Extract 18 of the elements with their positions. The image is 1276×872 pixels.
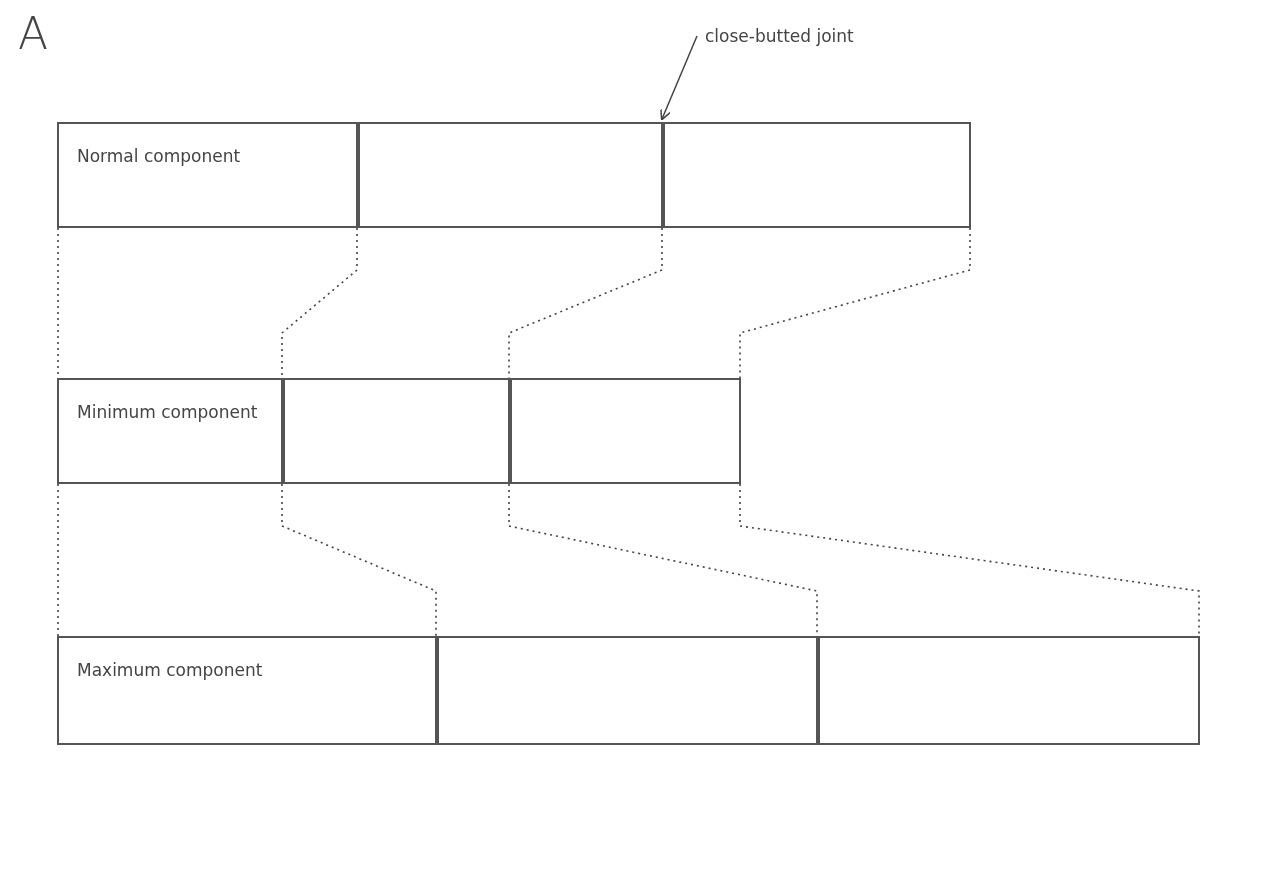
component-box xyxy=(358,122,663,228)
component-box xyxy=(663,122,971,228)
component-box xyxy=(437,636,818,745)
box-label: Normal component xyxy=(77,145,242,168)
component-box xyxy=(283,378,510,484)
projection-line xyxy=(57,483,59,637)
component-box xyxy=(57,122,358,228)
projection-line xyxy=(739,227,971,379)
projection-line xyxy=(281,483,437,637)
component-box xyxy=(510,378,741,484)
box-label: Minimum component xyxy=(77,401,259,424)
component-box xyxy=(57,378,283,484)
box-label: Maximum component xyxy=(77,659,264,682)
component-box xyxy=(818,636,1200,745)
panel-letter: A xyxy=(18,8,49,59)
leader-line xyxy=(660,35,698,121)
callout-text: close-butted joint xyxy=(705,26,854,46)
component-box xyxy=(57,636,437,745)
